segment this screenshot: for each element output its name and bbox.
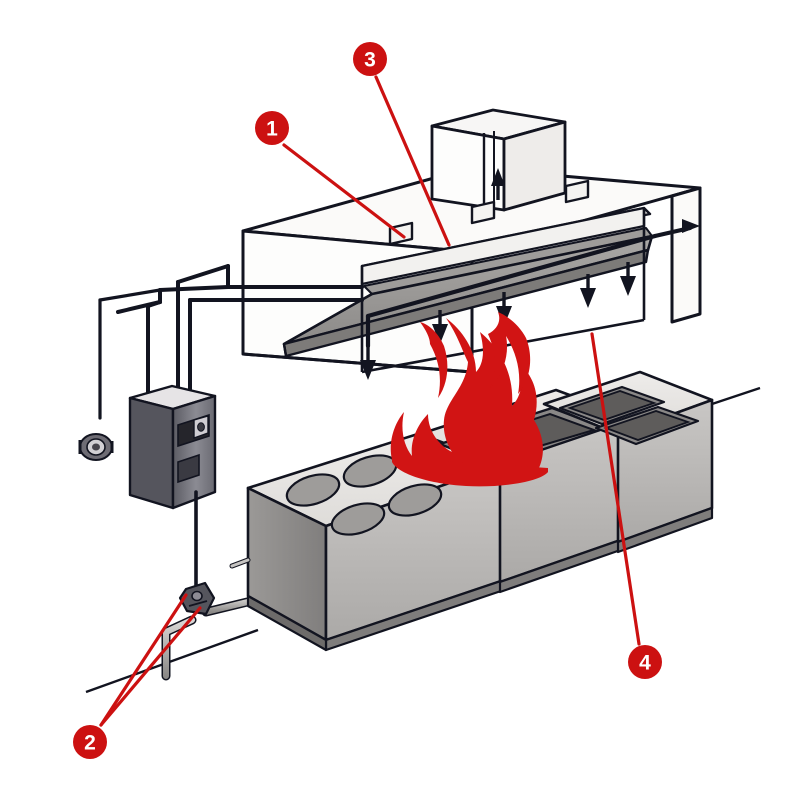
gas-valve-seam: [188, 600, 208, 607]
duct-nozzle: [491, 168, 505, 200]
range-side-stub: [230, 558, 250, 568]
control-panel-side: [128, 396, 175, 510]
flame-outer-left: [390, 318, 543, 470]
nozzle-2-arrowhead: [432, 324, 448, 344]
callout-4[interactable]: 4: [628, 645, 662, 679]
fusible-link-3: [564, 179, 590, 204]
nozzle-4-arrowhead: [580, 288, 596, 308]
hood-right-edge: [671, 186, 701, 198]
hood-right-edge-lower: [671, 312, 701, 324]
burner-4: [387, 483, 443, 517]
control-panel-gauge-pointer: [197, 422, 205, 432]
callout-1[interactable]: 1: [255, 111, 289, 145]
nozzle-5: [620, 262, 636, 296]
griddle-vat-1: [567, 390, 657, 421]
flame-inner-left: [420, 322, 448, 398]
nozzle-2: [432, 310, 448, 344]
filter-slope-left: [283, 292, 373, 346]
nozzle-4: [580, 274, 596, 308]
callout-2-circle: [73, 725, 107, 759]
duct-nozzle-arrowhead: [491, 168, 505, 186]
burner-3: [330, 502, 386, 536]
gas-valve-stem-cap: [191, 590, 203, 602]
leader-line-3: [374, 75, 451, 247]
control-panel-nameplate: [177, 453, 200, 484]
nozzle-5-arrowhead: [620, 276, 636, 296]
leader-line-1: [282, 143, 406, 239]
hood-front-lip: [242, 352, 473, 374]
leader-line-2: [99, 593, 188, 727]
exhaust-duct: [430, 108, 567, 212]
callout-2[interactable]: 2: [73, 725, 107, 759]
callout-4-circle: [628, 645, 662, 679]
griddle-toe-kick: [616, 506, 714, 554]
leader-line-4: [590, 332, 641, 646]
actuation-piping-thin: [98, 288, 162, 420]
duct-side-face: [502, 120, 567, 212]
callout-leader-lines: [99, 75, 641, 727]
control-panel-front: [171, 394, 217, 510]
gas-pipe-left: [163, 617, 195, 679]
callout-3[interactable]: 3: [353, 42, 387, 76]
hood-right-end: [670, 186, 702, 324]
callout-1-circle: [255, 111, 289, 145]
pressure-gauge: [78, 433, 114, 461]
callout-3-circle: [353, 42, 387, 76]
control-panel[interactable]: [128, 384, 217, 510]
griddle-unit: [542, 370, 714, 554]
nozzle-1-arrowhead: [360, 360, 376, 380]
fusible-link-2: [470, 200, 496, 225]
pressure-gauge-needle-hub: [92, 443, 100, 451]
gas-shutoff-valve[interactable]: [178, 581, 216, 616]
flame-graphic: [390, 312, 548, 487]
actuation-piping: [116, 264, 364, 420]
flame-inner-right: [488, 312, 531, 394]
filter-left-edge: [282, 343, 288, 357]
burner-1: [285, 473, 341, 507]
flame-base: [392, 458, 548, 487]
leader-line-2b: [99, 606, 202, 727]
griddle-vat-2: [603, 410, 691, 441]
piping-direction-arrow: [682, 219, 700, 233]
range-toe-kick-left: [246, 594, 328, 652]
nozzle-1: [360, 346, 376, 380]
